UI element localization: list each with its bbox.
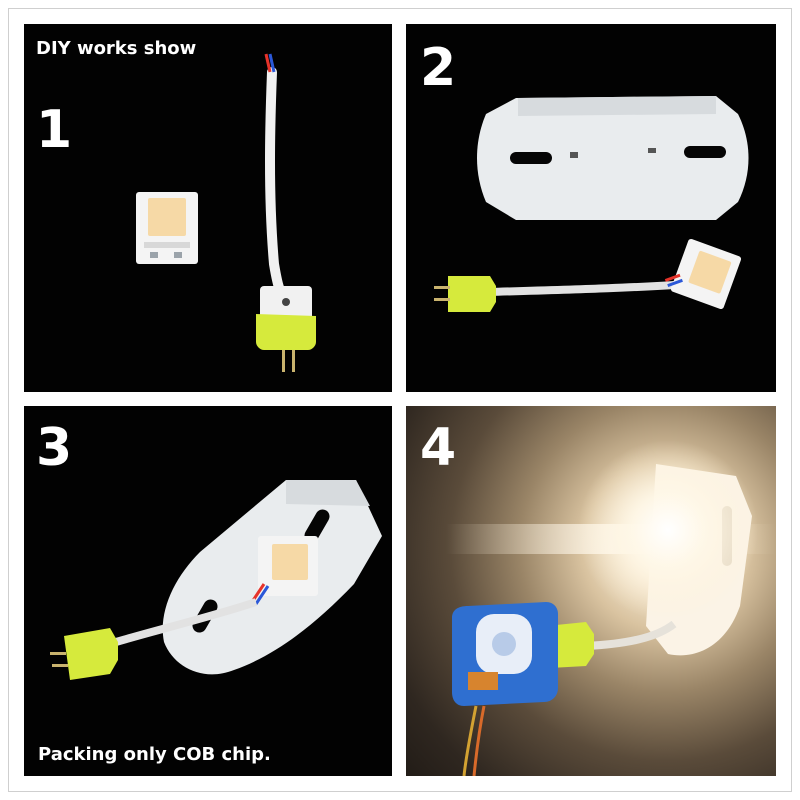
driver-box (452, 602, 558, 776)
panel-number-4: 4 (420, 418, 457, 478)
cob-chip-and-plug-illustration (136, 53, 316, 372)
panel-caption-bottom: Packing only COB chip. (38, 744, 271, 765)
cob-chip (250, 536, 318, 605)
panel-number-2: 2 (420, 38, 457, 98)
plug (434, 276, 496, 312)
panel-number-3: 3 (36, 418, 73, 478)
photo-panel-4: 4 (406, 406, 776, 776)
assembled-lamp-illustration (50, 480, 382, 680)
panel-caption-top: DIY works show (36, 38, 197, 59)
photo-panel-3: 3 Packing only COB chip. (24, 406, 392, 776)
photo-panel-1: DIY works show 1 (24, 24, 392, 392)
plug (256, 286, 316, 372)
light-glow (578, 440, 758, 620)
plug (50, 628, 118, 680)
reflector-with-chip-illustration (434, 96, 749, 312)
lit-lamp-with-driver-illustration (446, 440, 776, 776)
panel-number-1: 1 (36, 100, 73, 160)
photo-panel-2: 2 (406, 24, 776, 392)
cob-chip (664, 238, 742, 310)
reflector (477, 96, 749, 220)
cob-chip (136, 192, 198, 264)
